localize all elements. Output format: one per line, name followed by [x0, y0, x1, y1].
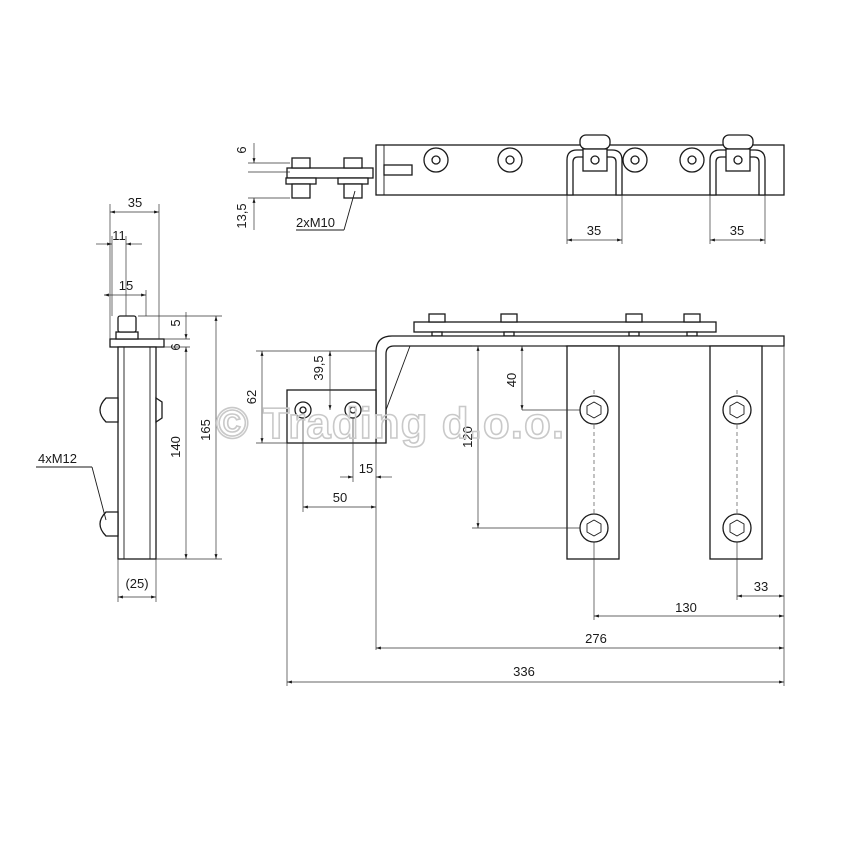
front-view: 62 39,5 15 50 120 40 33 130 — [244, 313, 785, 686]
dim-top-13-5: 13,5 — [234, 203, 249, 228]
top-clamp-right — [709, 134, 766, 196]
callout-2xm10: 2xM10 — [296, 215, 335, 230]
top-view: 6 13,5 2xM10 35 35 — [234, 134, 785, 244]
dim-front-39-5: 39,5 — [311, 355, 326, 380]
dim-side-25: (25) — [125, 576, 148, 591]
dim-front-33: 33 — [754, 579, 768, 594]
dim-front-15: 15 — [359, 461, 373, 476]
dim-side-165: 165 — [198, 419, 213, 441]
dim-side-11: 11 — [112, 228, 126, 243]
dim-top-6: 6 — [234, 146, 249, 153]
top-tab — [383, 164, 413, 176]
dim-top-35-left: 35 — [587, 223, 601, 238]
dim-side-5: 5 — [168, 319, 183, 326]
watermark-text: © Trading d.o.o. — [216, 399, 565, 448]
callout-4xm12: 4xM12 — [38, 451, 77, 466]
dim-side-35: 35 — [128, 195, 142, 210]
dim-side-15: 15 — [119, 278, 133, 293]
side-view: 35 11 15 5 6 140 165 4xM12 (25) — [36, 195, 222, 602]
dim-side-140: 140 — [168, 436, 183, 458]
top-clamp-left — [566, 134, 623, 196]
dim-front-130: 130 — [675, 600, 697, 615]
dim-front-120: 120 — [460, 426, 475, 448]
dim-side-6: 6 — [168, 343, 183, 350]
top-small-bar — [286, 167, 374, 179]
dim-front-276: 276 — [585, 631, 607, 646]
side-top-plate — [109, 338, 165, 348]
dim-front-50: 50 — [333, 490, 347, 505]
dim-front-62: 62 — [244, 390, 259, 404]
front-top-rail — [413, 321, 717, 333]
dim-top-35-right: 35 — [730, 223, 744, 238]
dim-front-40: 40 — [504, 373, 519, 387]
dim-front-336: 336 — [513, 664, 535, 679]
top-holes — [423, 147, 705, 173]
